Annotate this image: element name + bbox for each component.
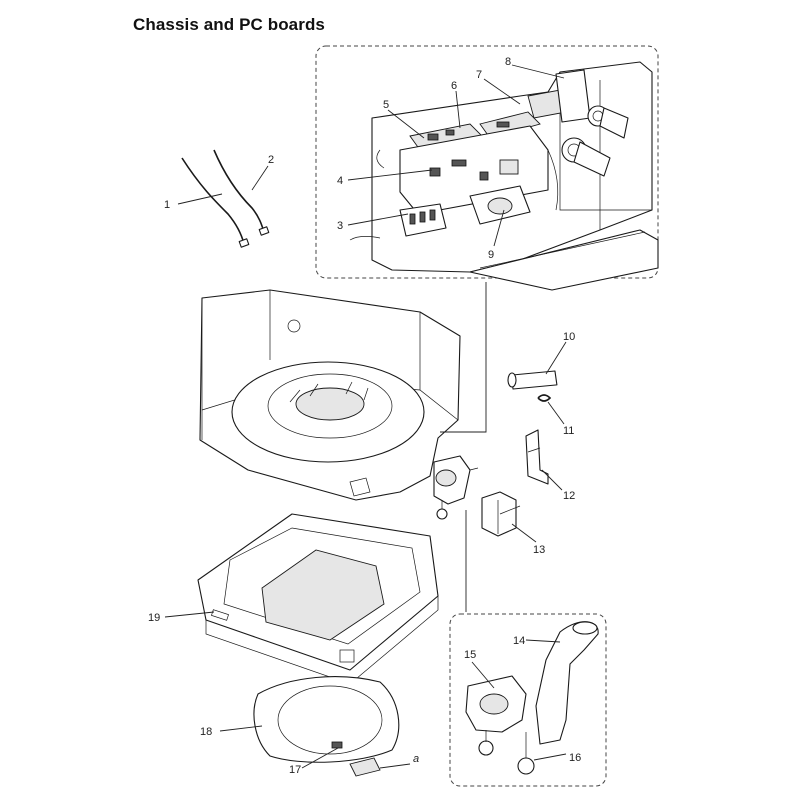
callout-7: 7 xyxy=(476,69,482,81)
drain-pump-drawing xyxy=(433,455,479,520)
callout-5: 5 xyxy=(383,99,389,111)
callout-16: 16 xyxy=(569,752,581,764)
callout-17: 17 xyxy=(289,764,301,776)
callout-4: 4 xyxy=(337,175,343,187)
pump-detail-drawing xyxy=(465,621,599,775)
callout-19: 19 xyxy=(148,612,160,624)
control-box-drawing xyxy=(349,61,659,291)
callout-10: 10 xyxy=(563,331,575,343)
leader-lines xyxy=(164,64,567,769)
callout-8: 8 xyxy=(505,56,511,68)
bracket-12-drawing xyxy=(525,429,549,485)
wire-harness-drawing xyxy=(181,149,270,248)
panel-drawing xyxy=(253,676,400,777)
bracket-13-drawing xyxy=(481,491,521,537)
callouts: 1 2 3 4 5 6 7 8 9 10 11 12 13 14 15 16 1… xyxy=(148,56,581,776)
connector-lines xyxy=(440,282,487,612)
callout-1: 1 xyxy=(164,199,170,211)
page-title: Chassis and PC boards xyxy=(133,15,325,34)
detail-box-pump xyxy=(449,613,607,787)
drain-pipe-drawing xyxy=(507,370,558,402)
callout-3: 3 xyxy=(337,220,343,232)
callout-18: 18 xyxy=(200,726,212,738)
callout-12: 12 xyxy=(563,490,575,502)
callout-6: 6 xyxy=(451,80,457,92)
callout-11: 11 xyxy=(563,425,574,437)
callout-15: 15 xyxy=(464,649,476,661)
detail-box-control xyxy=(315,45,659,279)
panel-frame-drawing xyxy=(197,513,439,685)
callout-9: 9 xyxy=(488,249,494,261)
callout-2: 2 xyxy=(268,154,274,166)
callout-13: 13 xyxy=(533,544,545,556)
chassis-drawing xyxy=(199,289,461,501)
callout-14: 14 xyxy=(513,635,525,647)
callout-a: a xyxy=(413,753,419,765)
